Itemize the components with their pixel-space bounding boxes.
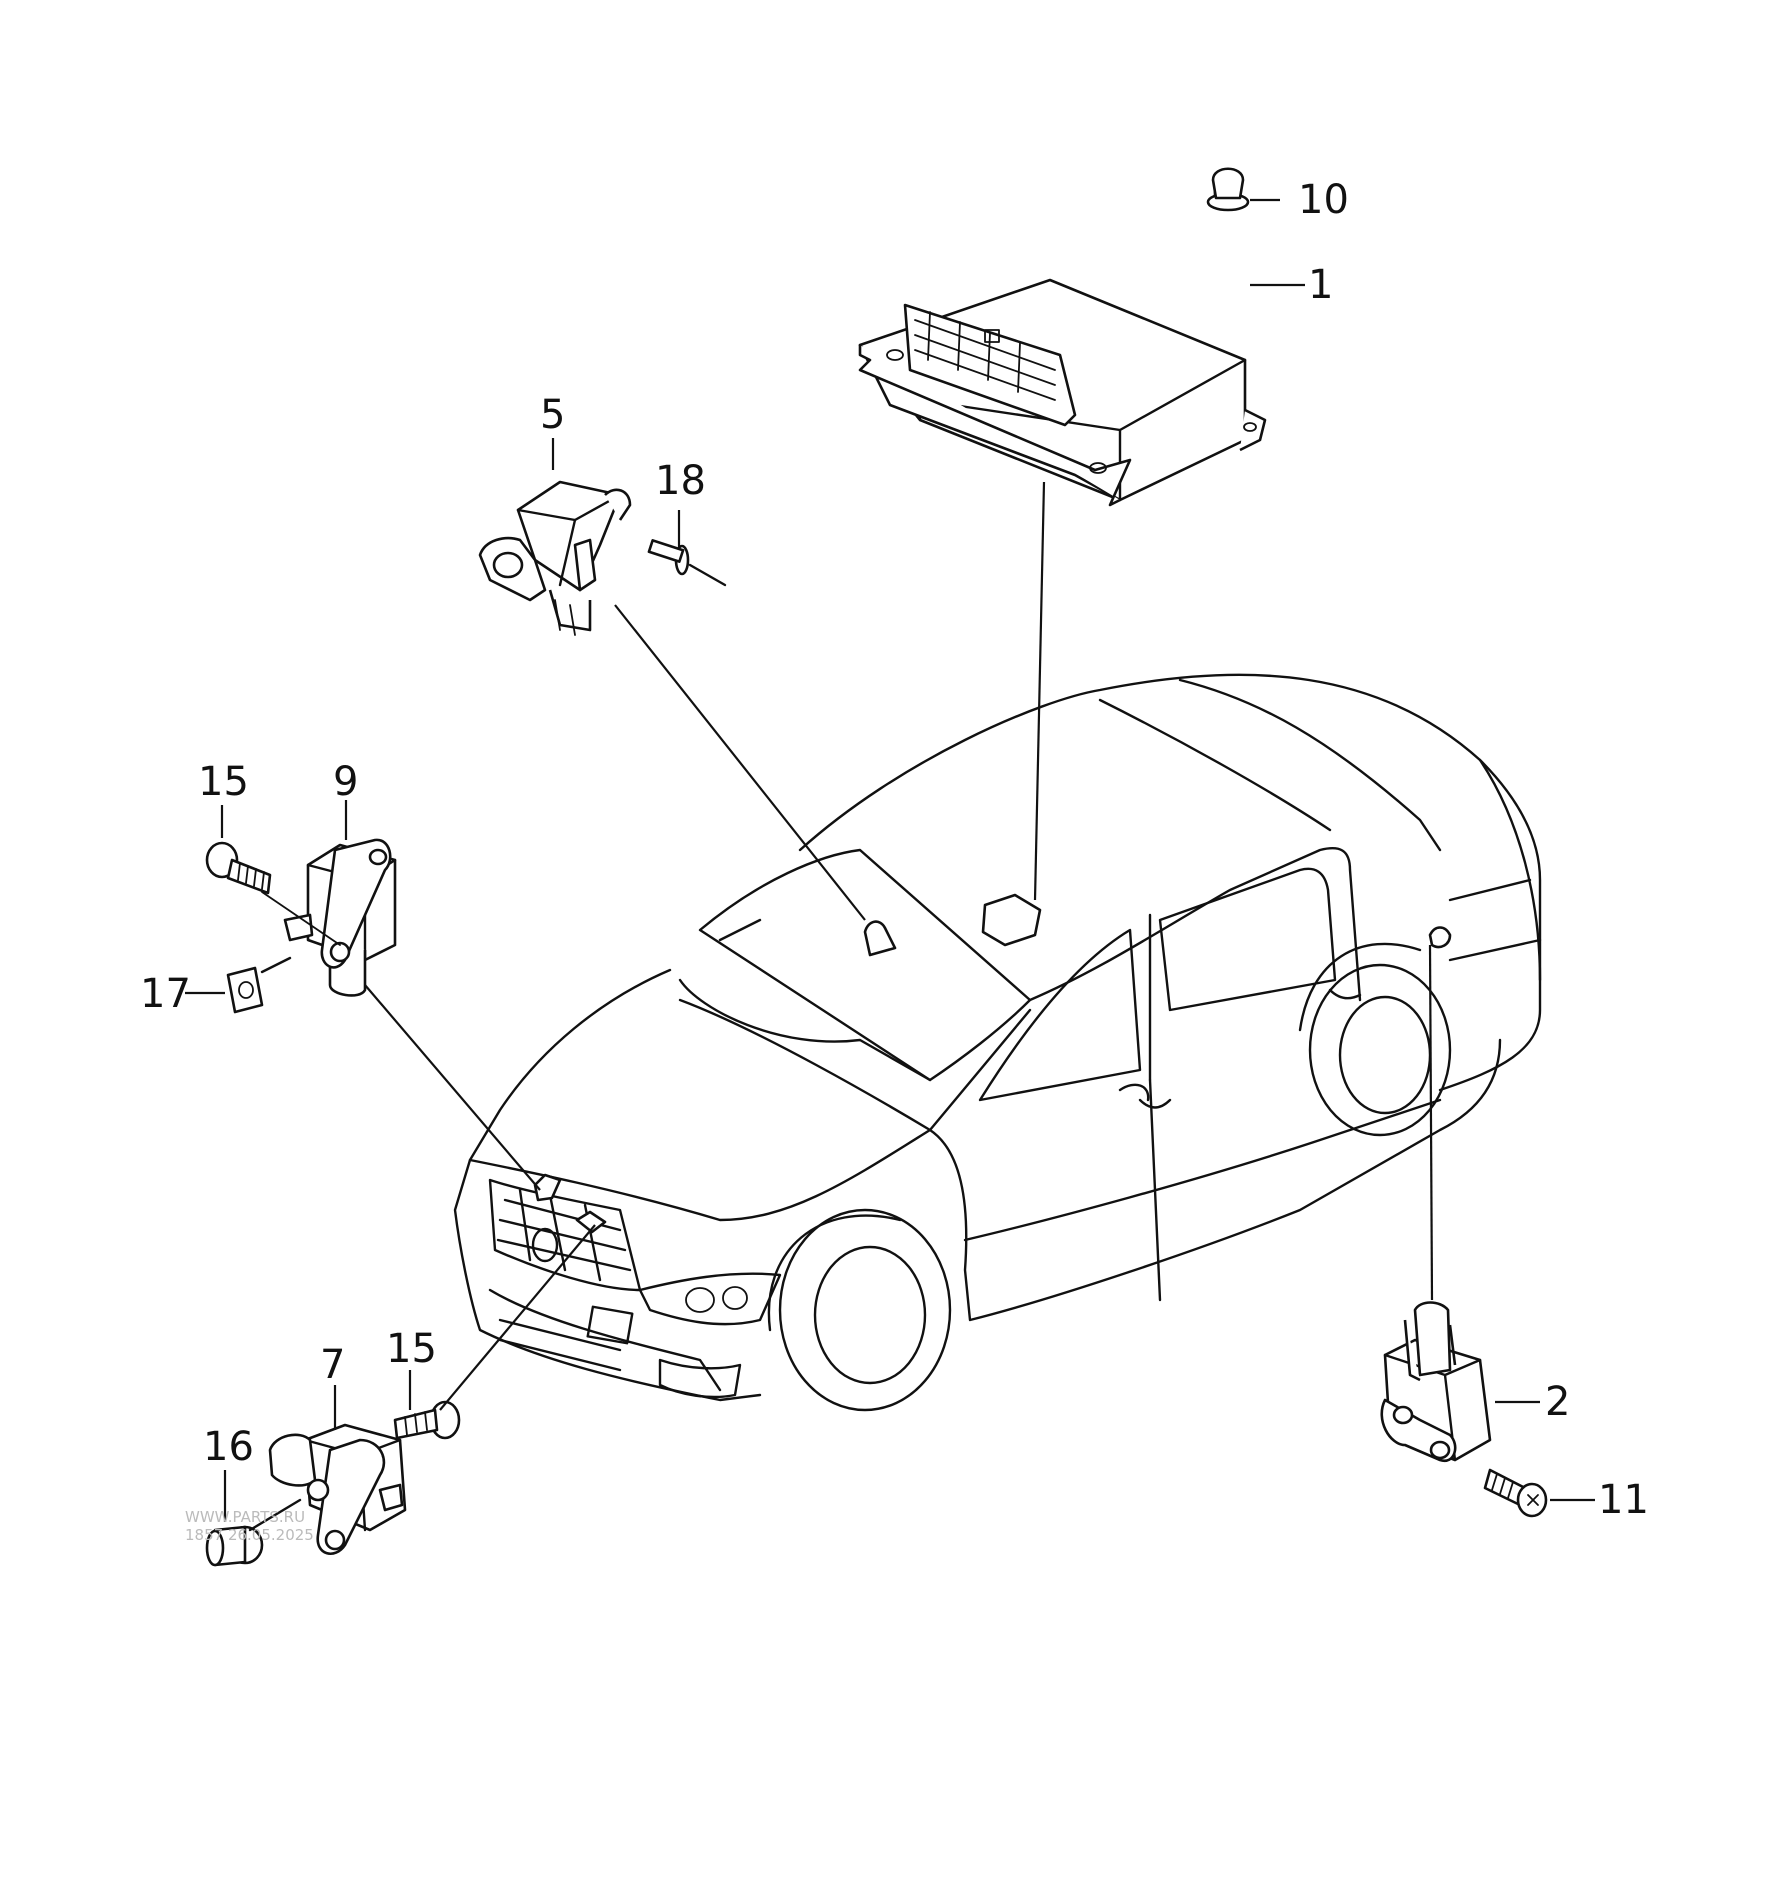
callout-11: 11 [1598,1477,1649,1523]
crash-sensor-mount-marker [863,920,897,957]
car-illustration [453,673,1542,1412]
leader-line-1-car [1033,481,1046,901]
nut-part [1206,167,1250,212]
front-sensor-right-part [283,838,397,997]
crash-sensor-part [478,480,632,636]
leader-line-7-car [439,1224,596,1411]
callout-16: 16 [203,1424,254,1470]
front-sensor-left-part [268,1423,407,1555]
control-unit-part [858,278,1267,507]
front-sensor-right-mount-marker [533,1173,562,1202]
leader-line-5-car [614,604,866,921]
callout-9: 9 [333,759,358,805]
clip-nut-part [205,1498,302,1567]
leader-line-2-car [1428,944,1434,1301]
callout-18: 18 [655,458,706,504]
callout-2: 2 [1545,1379,1570,1425]
callout-15-upper: 15 [198,759,249,805]
callout-17: 17 [140,971,191,1017]
watermark-date: 1857 26.05.2025 [185,1526,314,1544]
front-sensor-left-mount-marker [575,1210,607,1234]
leader-line-9-car [364,984,541,1191]
rivet-part [647,539,727,587]
leader-line-15-upper-sensor [261,891,341,946]
callout-10: 10 [1298,177,1349,223]
callout-15-lower: 15 [386,1326,437,1372]
callout-5: 5 [540,392,565,438]
bolt-part-lower [393,1400,461,1440]
watermark-site: WWW.PARTS.RU [185,1508,305,1526]
callout-7: 7 [320,1342,345,1388]
side-sensor-part [1380,1301,1492,1463]
bolt-part-upper [205,841,272,895]
screw-part [1483,1468,1548,1518]
control-unit-mount-marker [981,893,1042,947]
callout-1: 1 [1308,262,1333,308]
side-sensor-mount-marker [1428,926,1452,949]
spring-nut-part [226,956,292,1014]
